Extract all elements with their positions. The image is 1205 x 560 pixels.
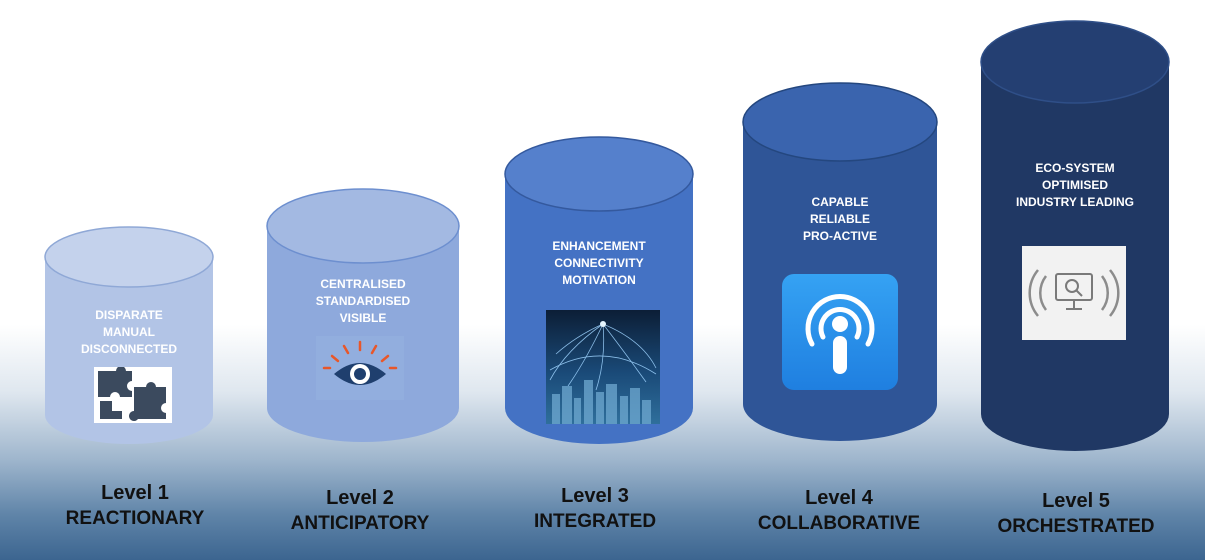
level-1-descriptors: DISPARATE MANUAL DISCONNECTED bbox=[44, 307, 214, 358]
level-1-line-3: DISCONNECTED bbox=[80, 342, 177, 356]
level-1-line-2: MANUAL bbox=[103, 325, 155, 339]
level-2-line-1: CENTRALISED bbox=[320, 277, 406, 291]
level-4-label: Level 4 COLLABORATIVE bbox=[719, 485, 959, 537]
level-3-line-2: CONNECTIVITY bbox=[554, 256, 644, 270]
level-3-name: INTEGRATED bbox=[533, 511, 657, 532]
cylinder-level-4: CAPABLE RELIABLE PRO-ACTIVE bbox=[742, 82, 938, 442]
level-4-name: COLLABORATIVE bbox=[757, 513, 921, 534]
level-5-line-1: ECO-SYSTEM bbox=[1035, 161, 1115, 175]
level-1-label: Level 1 REACTIONARY bbox=[15, 480, 255, 532]
level-3-label: Level 3 INTEGRATED bbox=[475, 483, 715, 535]
level-4-number: Level 4 bbox=[805, 487, 873, 509]
level-1-number: Level 1 bbox=[101, 482, 169, 504]
level-5-line-2: OPTIMISED bbox=[1041, 178, 1108, 192]
level-3-number: Level 3 bbox=[561, 485, 629, 507]
eye-icon bbox=[316, 336, 404, 400]
cylinder-level-3: ENHANCEMENT CONNECTIVITY MOTIVATION bbox=[504, 136, 694, 446]
network-city-icon bbox=[546, 310, 660, 424]
level-1-line-1: DISPARATE bbox=[95, 308, 163, 322]
level-2-descriptors: CENTRALISED STANDARDISED VISIBLE bbox=[266, 276, 460, 327]
cylinder-level-2: CENTRALISED STANDARDISED VISIBLE bbox=[266, 188, 460, 444]
level-2-name: ANTICIPATORY bbox=[290, 513, 430, 534]
level-3-line-1: ENHANCEMENT bbox=[552, 239, 646, 253]
level-4-line-2: RELIABLE bbox=[810, 212, 870, 226]
level-5-label: Level 5 ORCHESTRATED bbox=[956, 488, 1196, 540]
puzzle-icon bbox=[94, 366, 172, 423]
level-3-line-3: MOTIVATION bbox=[562, 273, 636, 287]
level-5-number: Level 5 bbox=[1042, 490, 1110, 512]
level-4-line-3: PRO-ACTIVE bbox=[802, 229, 877, 243]
level-5-name: ORCHESTRATED bbox=[997, 516, 1155, 537]
level-3-descriptors: ENHANCEMENT CONNECTIVITY MOTIVATION bbox=[504, 238, 694, 289]
level-1-name: REACTIONARY bbox=[65, 508, 205, 529]
level-2-line-3: VISIBLE bbox=[339, 311, 387, 325]
level-4-line-1: CAPABLE bbox=[811, 195, 869, 209]
level-2-number: Level 2 bbox=[326, 487, 394, 509]
level-5-line-3: INDUSTRY LEADING bbox=[1015, 195, 1134, 209]
monitor-search-icon bbox=[1022, 246, 1126, 340]
info-broadcast-icon bbox=[782, 274, 898, 390]
level-4-descriptors: CAPABLE RELIABLE PRO-ACTIVE bbox=[742, 194, 938, 245]
level-2-line-2: STANDARDISED bbox=[315, 294, 411, 308]
cylinder-level-5: ECO-SYSTEM OPTIMISED INDUSTRY LEADING bbox=[980, 20, 1170, 452]
level-2-label: Level 2 ANTICIPATORY bbox=[240, 485, 480, 537]
level-5-descriptors: ECO-SYSTEM OPTIMISED INDUSTRY LEADING bbox=[980, 160, 1170, 211]
cylinder-level-1: DISPARATE MANUAL DISCONNECTED bbox=[44, 225, 214, 445]
